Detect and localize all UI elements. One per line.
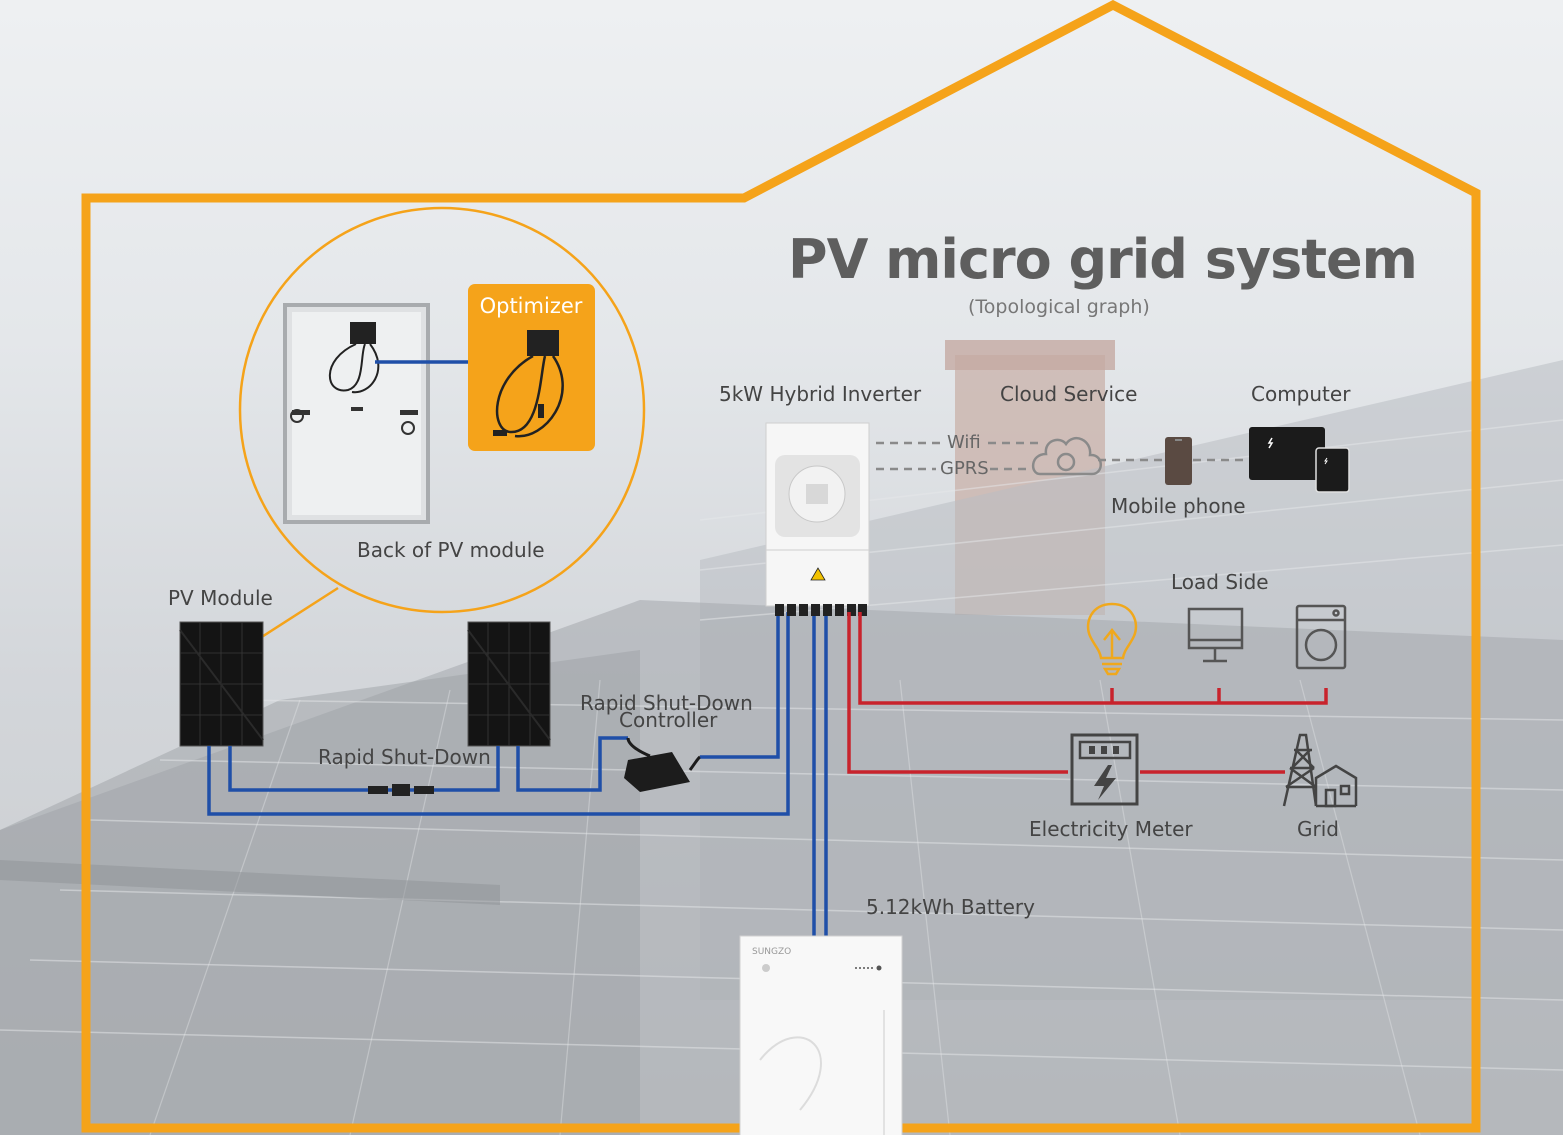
tablet-icon: [1315, 447, 1350, 493]
house-outline: [81, 0, 1481, 1133]
hybrid-inverter-icon: [765, 422, 870, 616]
warning-icon: [810, 567, 826, 581]
diagram-subtitle: (Topological graph): [968, 296, 1150, 318]
grid-label: Grid: [1297, 817, 1339, 841]
dc-wiring: [207, 612, 828, 938]
pv-module-back: [283, 303, 430, 524]
light-bulb-icon: [1086, 602, 1138, 676]
battery-icon: SUNGZO: [739, 935, 903, 1135]
monitor-icon: [1187, 607, 1244, 663]
optimizer-label: Optimizer: [479, 294, 583, 318]
rapid-shutdown-connector-icon: [368, 784, 434, 796]
wifi-label: Wifi: [947, 432, 981, 453]
electricity-meter-icon: [1070, 733, 1139, 806]
rapid-shutdown-controller-icon: [624, 737, 701, 792]
zoom-circle: [238, 206, 646, 614]
cloud-service-label: Cloud Service: [1000, 382, 1138, 406]
gprs-label: GPRS: [940, 458, 989, 479]
computer-label: Computer: [1251, 382, 1351, 406]
battery-label: 5.12kWh Battery: [866, 895, 1035, 919]
hybrid-inverter-label: 5kW Hybrid Inverter: [719, 382, 922, 406]
electricity-meter-label: Electricity Meter: [1029, 817, 1193, 841]
washing-machine-icon: [1295, 604, 1347, 670]
rapid-shutdown-controller-label-line2: Controller: [619, 708, 718, 732]
solar-panel-icon: [179, 621, 264, 747]
ac-wiring: [847, 612, 1328, 774]
computer-icon: [1249, 427, 1325, 480]
power-tower-icon: [1282, 733, 1358, 808]
solar-panel-icon: [467, 621, 551, 747]
mobile-phone-icon: [1165, 437, 1192, 485]
load-side-label: Load Side: [1171, 570, 1269, 594]
svg-text:SUNGZO: SUNGZO: [752, 947, 791, 957]
cloud-icon: [1032, 437, 1102, 476]
rapid-shutdown-controller-label-line1: Rapid Shut-Down: [580, 691, 753, 715]
optimizer-icon: [468, 284, 595, 451]
rapid-shutdown-label: Rapid Shut-Down: [318, 745, 491, 769]
mobile-phone-label: Mobile phone: [1111, 494, 1246, 518]
pv-module-label: PV Module: [168, 586, 273, 610]
comm-links: [876, 441, 1246, 471]
zoom-pointer: [256, 586, 339, 642]
diagram-title: PV micro grid system: [788, 228, 1418, 291]
back-of-pv-module-label: Back of PV module: [357, 538, 545, 562]
